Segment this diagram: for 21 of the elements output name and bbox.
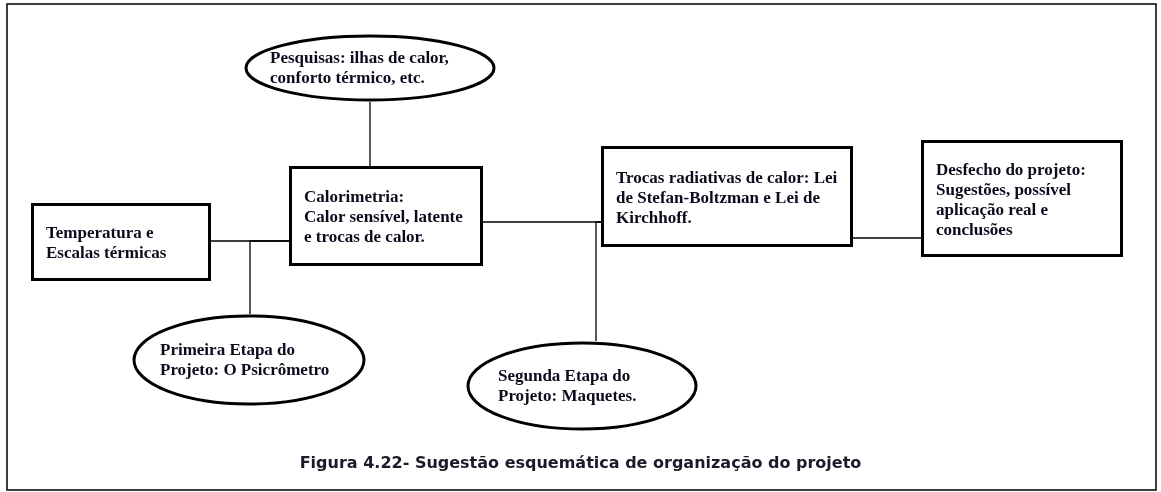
connector-line (369, 101, 371, 167)
node-text: Calorimetria: (304, 187, 406, 207)
node-text: Calor sensível, latente e trocas de calor. (304, 207, 464, 247)
topic-ellipse (132, 314, 366, 406)
topic-box (921, 140, 1123, 257)
node-text: Sugestões, possível aplicação real e conclusões (936, 179, 1073, 240)
topic-box (289, 166, 483, 266)
node-text: Pesquisas: ilhas de calor, conforto térmico, etc. (270, 48, 450, 88)
node-text: Segunda Etapa do Projeto: Maquetes. (498, 366, 638, 406)
connector-line (595, 221, 602, 342)
node-text: Desfecho do projeto: (936, 159, 1087, 180)
figure-caption: Figura 4.22- Sugestão esquemática de organização do projeto (299, 453, 862, 472)
topic-ellipse (244, 34, 496, 102)
node-text: Temperatura e Escalas térmicas (46, 223, 168, 263)
connector-line (249, 240, 290, 315)
topic-ellipse (466, 341, 698, 431)
topic-box (31, 203, 211, 281)
node-text: Trocas radiativas de calor: Lei de Stefan-Boltzman e Lei de Kirchhoff. (616, 167, 839, 228)
topic-box (601, 146, 853, 247)
node-text: Primeira Etapa do Projeto: O Psicrômetro (160, 340, 331, 380)
connector-line (852, 237, 922, 239)
